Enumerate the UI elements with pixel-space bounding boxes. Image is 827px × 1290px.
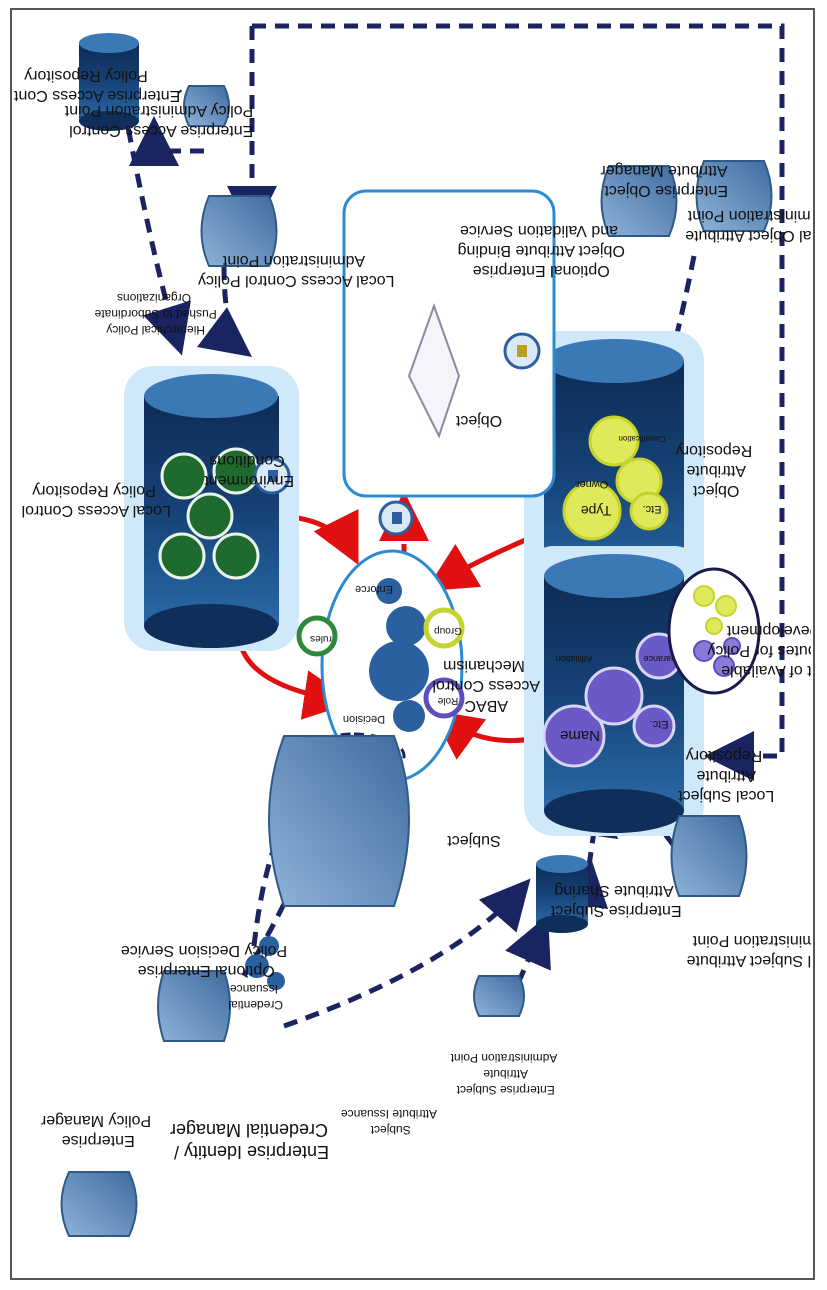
subject-person-icon: [268, 735, 410, 907]
subject-repo-cylinder: Affiliation Clearance Name Etc.: [524, 546, 704, 836]
label-enterprise-ac-policy-admin: Enterprise Access Control Policy Adminis…: [64, 102, 253, 139]
decision-label: Decision: [343, 713, 385, 725]
label-local-subject-admin: Local Subject Attribute Administration P…: [682, 932, 811, 969]
enterprise-identity-manager-icon: [157, 970, 231, 1042]
label-object-attribute-repo: Object Attribute Repository: [676, 442, 752, 499]
local-policy-repo-cylinder: [124, 366, 299, 651]
enterprise-policy-manager-icon: [60, 1171, 138, 1237]
arrow-top-loop: [252, 23, 785, 781]
role-badge-label: Role: [437, 695, 458, 706]
label-subject-attribute-issuance: Subject Attribute Issuance: [341, 1107, 437, 1137]
label-environment-conditions: Environment Conditions: [200, 452, 294, 489]
group-badge: Group: [423, 607, 465, 649]
label-credential-issuance: Credential Issuance: [225, 982, 283, 1012]
rules-badge: rules: [296, 615, 338, 657]
diagram-canvas: Owner Classification Type Etc. Affiliati…: [0, 12, 827, 1276]
gear-icon: [369, 578, 429, 732]
enterprise-ac-policy-admin-icon: [183, 85, 230, 127]
label-object: Object: [455, 412, 502, 429]
label-local-object-admin: Local Object Attribute Administration Po…: [681, 207, 811, 244]
label-optional-decision-service: Optional Enterprise Policy Decision Serv…: [121, 942, 287, 979]
rules-badge-label: rules: [310, 633, 332, 644]
subj-bubble-etc: Etc.: [650, 718, 669, 730]
subj-bubble-affiliation: Affiliation: [556, 654, 592, 664]
arrow-ent-repo-to-cyl: [129, 116, 204, 166]
obj-bubble-type: Type: [581, 503, 612, 519]
obj-bubble-classification: Classification: [618, 434, 665, 443]
obj-bubble-etc: Etc.: [643, 503, 662, 515]
enterprise-object-attr-manager-icon: [600, 165, 678, 237]
enterprise-subject-admin-icon: [473, 975, 525, 1017]
label-optional-object-binding: Optional Enterprise Object Attribute Bin…: [453, 222, 625, 279]
label-enterprise-subject-sharing: Enterprise Subject Attribute Sharing: [546, 882, 681, 919]
label-set-available-attributes: Set of Available Attributes for Policy D…: [703, 622, 811, 679]
environment-lock-icon: [253, 457, 291, 495]
label-local-subject-repo: Local Subject Attribute Repository: [674, 747, 775, 804]
label-subject: Subject: [447, 832, 501, 849]
object-box: [342, 189, 556, 498]
group-badge-label: Group: [434, 625, 462, 636]
label-enterprise-policy-manager: Enterprise Policy Manager: [40, 1112, 151, 1149]
people-icons: [60, 85, 773, 1237]
obj-bubble-owner: Owner: [575, 478, 608, 490]
label-abac-mechanism: ABAC Access Control Mechanism: [428, 657, 540, 714]
enforce-label: Enforce: [355, 583, 393, 595]
label-local-ac-policy-admin: Local Access Control Policy Administrati…: [194, 252, 395, 289]
enterprise-subject-sharing-cylinder: [536, 855, 588, 933]
arrow-ent-subj-admin-to-db: [505, 914, 551, 1006]
subj-bubble-clearance: Clearance: [643, 654, 684, 664]
arrow-local-admin-to-local-repo: [197, 265, 252, 358]
text-labels: Enterprise Policy Manager Enterprise Acc…: [0, 67, 827, 1162]
local-subject-admin-icon: [670, 815, 748, 897]
arrow-decision-service: [251, 804, 295, 947]
local-ac-policy-admin-icon: [200, 195, 278, 267]
available-attributes-set: [667, 567, 761, 695]
label-enterprise-object-manager: Enterprise Object Attribute Manager: [600, 162, 728, 199]
arrow-ent-cyl-to-local-repo: [121, 105, 191, 356]
label-local-ac-policy-repo: Local Access Control Policy Repository: [17, 482, 171, 519]
role-badge: Role: [423, 677, 465, 719]
enterprise-policy-repo-cylinder: [79, 33, 139, 131]
subj-bubble-name: Name: [560, 727, 600, 744]
enforce-lock-icon: [378, 500, 414, 536]
label-enterprise-identity-manager: Enterprise Identity / Credential Manager: [169, 1120, 329, 1162]
label-enterprise-subject-admin: Enterprise Subject Attribute Administrat…: [450, 1051, 557, 1097]
abac-diagram: Owner Classification Type Etc. Affiliati…: [0, 23, 827, 1237]
binding-lock-icon: [503, 332, 541, 370]
label-enterprise-ac-policy-repo: Enterprise Access Control Policy Reposit…: [14, 67, 180, 104]
object-diamond-icon: [407, 303, 461, 439]
label-hierarchical-policy: Hierarchical Policy Pushed to Subordinat…: [91, 291, 216, 337]
decision-service-gear-icon: [245, 936, 285, 990]
local-object-attr-admin-icon: [695, 160, 773, 232]
